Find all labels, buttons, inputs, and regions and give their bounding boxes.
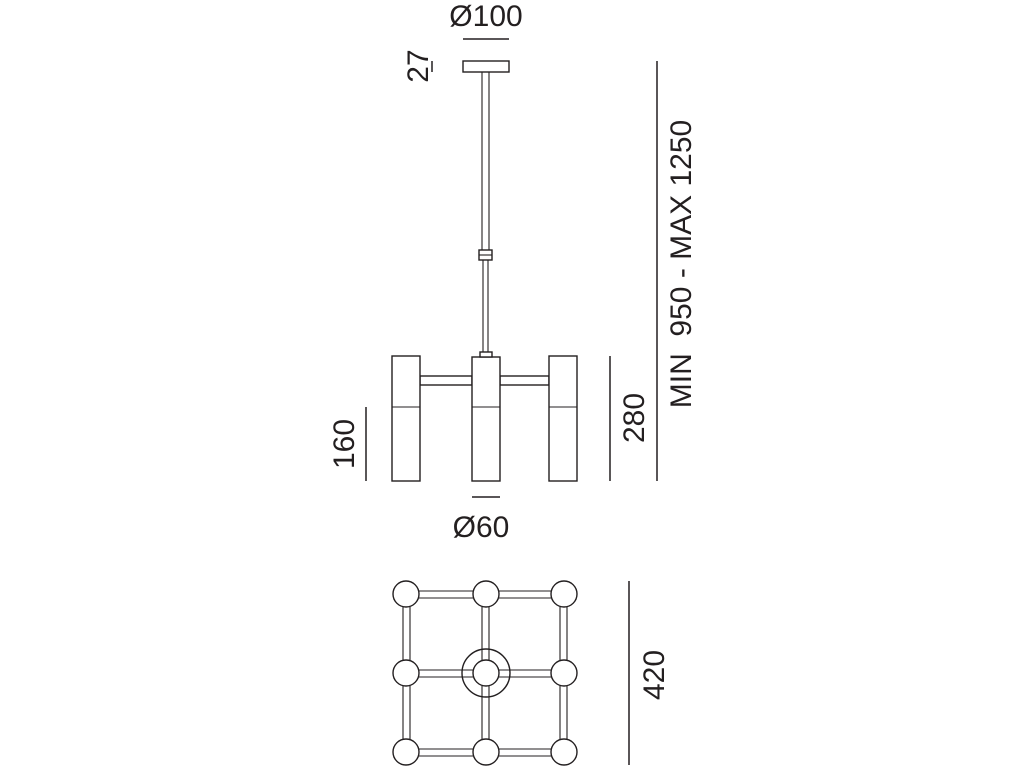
- light-body-right: [548, 355, 578, 482]
- side-elevation: Ø100 27 160 Ø60 280 MIN 950 - MAX 1250: [328, 0, 698, 544]
- dimension-body-height-label: 280: [618, 393, 651, 443]
- plan-light-heads: [392, 580, 578, 766]
- plan-view: 420: [392, 580, 671, 766]
- dimension-body-height: 280: [609, 356, 651, 481]
- suspension-rod: [478, 72, 493, 352]
- canopy: [462, 60, 510, 73]
- plan-light-head: [550, 580, 578, 608]
- dimension-total-height-label: MIN 950 - MAX 1250: [665, 120, 698, 408]
- dimension-canopy-diameter: Ø100: [449, 0, 523, 40]
- plan-light-head: [472, 738, 500, 766]
- plan-light-head: [472, 659, 500, 687]
- plan-light-head: [550, 738, 578, 766]
- dimension-shade-height: 160: [328, 407, 367, 481]
- plan-light-head: [392, 580, 420, 608]
- plan-light-head: [472, 580, 500, 608]
- plan-light-head: [392, 738, 420, 766]
- dimension-canopy-diameter-label: Ø100: [449, 0, 522, 33]
- dimension-canopy-height: 27: [402, 49, 435, 82]
- light-body-left: [391, 355, 421, 482]
- light-body-center: [471, 351, 501, 482]
- dimension-canopy-height-label: 27: [402, 49, 435, 82]
- dimension-shade-height-label: 160: [328, 419, 361, 469]
- plan-light-head: [392, 659, 420, 687]
- dimension-shade-diameter: Ø60: [453, 496, 510, 544]
- plan-light-head: [550, 659, 578, 687]
- dimension-plan-width: 420: [628, 581, 671, 765]
- dimension-plan-width-label: 420: [638, 650, 671, 700]
- dimension-total-height: MIN 950 - MAX 1250: [656, 61, 698, 481]
- dimension-shade-diameter-label: Ø60: [453, 511, 510, 544]
